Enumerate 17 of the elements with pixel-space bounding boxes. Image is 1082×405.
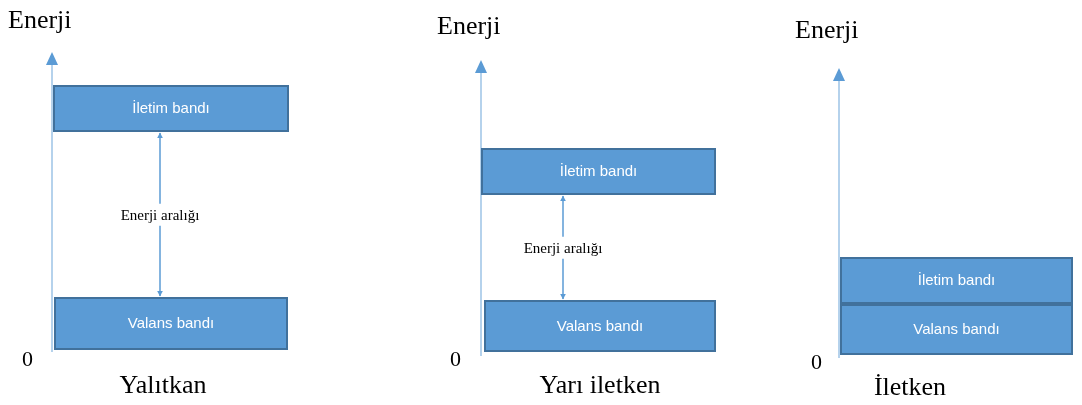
- axis-label: Enerji: [795, 14, 859, 46]
- axis-label: Yalıtkan: [119, 369, 207, 401]
- energy-band: Valans bandı: [54, 297, 288, 350]
- axis-label: 0: [22, 345, 33, 373]
- energy-band: Valans bandı: [484, 300, 716, 352]
- axis-label: İletken: [873, 371, 947, 403]
- edge-label: Enerji aralığı: [521, 236, 605, 259]
- axis-label: Enerji: [8, 4, 72, 36]
- axis-label: Yarı iletken: [539, 369, 661, 401]
- axis-label: 0: [811, 348, 822, 376]
- edge-label: Enerji aralığı: [118, 203, 202, 226]
- energy-band: İletim bandı: [481, 148, 716, 195]
- energy-band: İletim bandı: [840, 257, 1073, 304]
- axis-label: Enerji: [437, 10, 501, 42]
- energy-band: Valans bandı: [840, 304, 1073, 355]
- axis-label: 0: [450, 345, 461, 373]
- energy-band: İletim bandı: [53, 85, 289, 132]
